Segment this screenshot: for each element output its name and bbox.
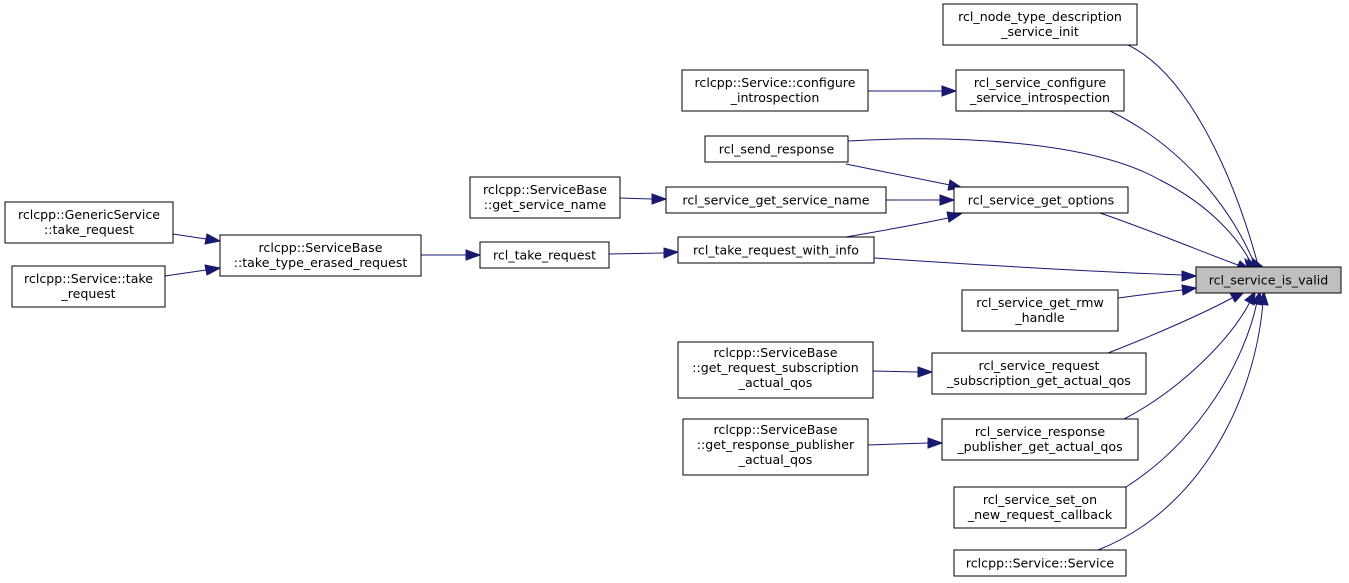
node-label: ::take_type_erased_request bbox=[234, 255, 408, 270]
node-label: _service_init bbox=[1000, 24, 1079, 39]
node-rcl-service-get-service-name[interactable]: rcl_service_get_service_name bbox=[665, 186, 887, 214]
edge-request-sub-qos-to-is-valid bbox=[1107, 297, 1233, 354]
arrowhead bbox=[917, 366, 934, 378]
edge-cpp-get-service-name-to-get-service-name bbox=[619, 197, 653, 200]
edge-set-callback-to-is-valid bbox=[1125, 301, 1258, 488]
node-label: rcl_service_request bbox=[979, 358, 1100, 373]
edge-send-response-to-is-valid bbox=[847, 138, 1253, 266]
node-label: rcl_take_request bbox=[493, 248, 596, 263]
edge-take-request-with-info-to-get-options bbox=[839, 217, 949, 239]
nodes: rcl_service_is_valid rcl_node_type_descr… bbox=[4, 3, 1342, 577]
node-label: rclcpp::Service::Service bbox=[966, 556, 1115, 571]
node-label: _introspection bbox=[730, 90, 820, 105]
node-label: rclcpp::ServiceBase bbox=[483, 182, 607, 197]
node-label: _service_introspection bbox=[969, 90, 1110, 105]
node-rcl-service-get-options[interactable]: rcl_service_get_options bbox=[953, 186, 1129, 214]
arrowhead bbox=[465, 249, 482, 261]
node-rcl-service-configure-service-introspection[interactable]: rcl_service_configure _service_introspec… bbox=[955, 69, 1125, 112]
arrowhead bbox=[1181, 284, 1198, 296]
edge-get-rmw-handle-to-is-valid bbox=[1117, 289, 1183, 299]
node-label: _actual_qos bbox=[738, 375, 813, 390]
arrowhead bbox=[204, 233, 222, 245]
node-label: _handle bbox=[1014, 310, 1064, 325]
node-rcl-node-type-description-service-init[interactable]: rcl_node_type_description _service_init bbox=[942, 3, 1138, 46]
node-label: rcl_service_set_on bbox=[983, 492, 1097, 507]
arrowhead bbox=[939, 194, 956, 206]
node-label: rclcpp::ServiceBase bbox=[714, 345, 838, 360]
arrowhead bbox=[663, 247, 680, 259]
node-rclcpp-genericservice-take-request[interactable]: rclcpp::GenericService ::take_request bbox=[4, 201, 174, 244]
node-label: rcl_service_get_rmw bbox=[976, 295, 1104, 310]
edge-cpp-generic-take-to-take-type-erased bbox=[172, 233, 207, 240]
node-rclcpp-servicebase-get-service-name[interactable]: rclcpp::ServiceBase ::get_service_name bbox=[469, 176, 621, 219]
arrowhead bbox=[941, 85, 958, 97]
node-label: rclcpp::Service::take bbox=[24, 271, 153, 286]
node-rcl-service-set-on-new-request-callback[interactable]: rcl_service_set_on _new_request_callback bbox=[953, 486, 1127, 529]
arrowhead bbox=[204, 264, 222, 276]
node-label: _actual_qos bbox=[738, 452, 813, 467]
edge-cpp-response-pub-qos-to-response-pub-qos bbox=[867, 442, 929, 446]
node-rcl-send-response[interactable]: rcl_send_response bbox=[704, 135, 849, 163]
node-label: _subscription_get_actual_qos bbox=[946, 373, 1131, 388]
node-rclcpp-service-configure-introspection[interactable]: rclcpp::Service::configure _introspectio… bbox=[681, 69, 869, 112]
arrowhead bbox=[1257, 290, 1269, 306]
node-label: rcl_service_response bbox=[975, 424, 1105, 439]
node-label: rclcpp::GenericService bbox=[18, 207, 160, 222]
node-label: rcl_service_is_valid bbox=[1209, 273, 1329, 288]
node-label: rcl_service_get_options bbox=[968, 193, 1114, 208]
node-rcl-service-response-publisher-get-actual-qos[interactable]: rcl_service_response _publisher_get_actu… bbox=[941, 418, 1139, 461]
node-label: rcl_service_get_service_name bbox=[682, 193, 869, 208]
node-label: ::get_response_publisher bbox=[697, 437, 855, 452]
node-rclcpp-servicebase-get-response-publisher-actual-qos[interactable]: rclcpp::ServiceBase ::get_response_publi… bbox=[682, 418, 869, 476]
edge-take-request-with-info-to-is-valid bbox=[873, 257, 1183, 276]
node-rclcpp-servicebase-take-type-erased-request[interactable]: rclcpp::ServiceBase ::take_type_erased_r… bbox=[219, 234, 422, 277]
node-label: _request bbox=[60, 286, 115, 301]
node-label: _new_request_callback bbox=[967, 507, 1113, 522]
edge-response-pub-qos-to-is-valid bbox=[1123, 301, 1251, 420]
node-label: rcl_service_configure bbox=[974, 75, 1106, 90]
node-rclcpp-service-service[interactable]: rclcpp::Service::Service bbox=[953, 549, 1127, 577]
node-rcl-service-get-rmw-handle[interactable]: rcl_service_get_rmw _handle bbox=[961, 289, 1119, 332]
node-rcl-service-is-valid[interactable]: rcl_service_is_valid bbox=[1195, 266, 1342, 294]
edge-get-options-to-is-valid bbox=[1099, 212, 1239, 266]
node-rcl-take-request[interactable]: rcl_take_request bbox=[479, 241, 610, 269]
node-label: rcl_send_response bbox=[719, 142, 835, 157]
node-rcl-service-request-subscription-get-actual-qos[interactable]: rcl_service_request _subscription_get_ac… bbox=[931, 352, 1147, 395]
arrowhead bbox=[927, 437, 944, 449]
edge-node-type-desc-to-is-valid bbox=[1127, 44, 1259, 266]
node-label: rcl_node_type_description bbox=[958, 9, 1122, 24]
node-label: _publisher_get_actual_qos bbox=[956, 439, 1122, 454]
node-label: ::get_request_subscription bbox=[692, 360, 858, 375]
edge-take-request-to-take-request-with-info bbox=[608, 252, 665, 255]
edge-cpp-service-take-to-take-type-erased bbox=[164, 269, 207, 277]
node-rcl-take-request-with-info[interactable]: rcl_take_request_with_info bbox=[677, 236, 875, 264]
arrowhead bbox=[1181, 270, 1198, 282]
edge-cpp-request-sub-qos-to-request-sub-qos bbox=[872, 370, 919, 373]
edge-service-ctor-to-is-valid bbox=[1097, 301, 1264, 551]
node-label: ::get_service_name bbox=[484, 197, 607, 212]
node-label: ::take_request bbox=[44, 222, 134, 237]
node-rclcpp-servicebase-get-request-subscription-actual-qos[interactable]: rclcpp::ServiceBase ::get_request_subscr… bbox=[677, 341, 874, 399]
edge-send-response-to-get-options bbox=[845, 163, 951, 186]
node-rclcpp-service-take-request[interactable]: rclcpp::Service::take _request bbox=[11, 265, 166, 308]
arrowhead bbox=[651, 193, 668, 205]
node-label: rclcpp::ServiceBase bbox=[259, 240, 383, 255]
node-label: rclcpp::ServiceBase bbox=[714, 422, 838, 437]
node-label: rcl_take_request_with_info bbox=[693, 243, 859, 258]
edge-configure-introspection-to-is-valid bbox=[1109, 110, 1256, 266]
node-label: rclcpp::Service::configure bbox=[695, 75, 856, 90]
